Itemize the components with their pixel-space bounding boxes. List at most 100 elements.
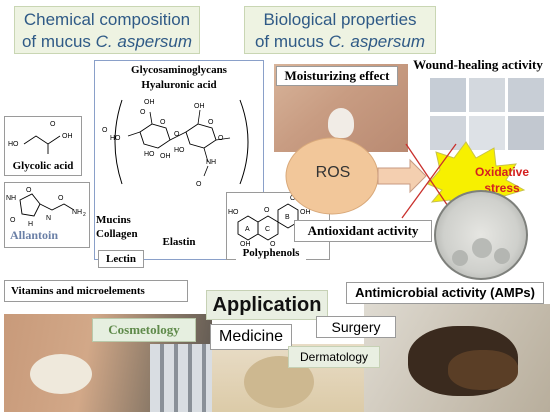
- elastin-label: Elastin: [156, 234, 202, 252]
- surgery-label: Surgery: [316, 316, 396, 338]
- allantoin-atom-h: H: [28, 221, 33, 228]
- flavonoid-atom-o-bottom: O: [270, 241, 276, 246]
- chemical-composition-line2: of mucus C. aspersum: [15, 31, 199, 53]
- chemical-composition-title: Chemical composition of mucus C. aspersu…: [14, 6, 200, 54]
- allantoin-atom-o-top: O: [26, 187, 32, 194]
- flavonoid-atom-ho: HO: [228, 209, 239, 216]
- allantoin-panel: [4, 182, 90, 248]
- inhibition-zone-3: [494, 248, 510, 264]
- wound-healing-label: Wound-healing activity: [413, 57, 543, 72]
- chemical-composition-line1: Chemical composition: [23, 10, 191, 29]
- wound-photo-1: [430, 78, 466, 112]
- flavonoid-label-c: C: [265, 226, 270, 233]
- allantoin-atom-nh2: NH: [72, 209, 82, 216]
- mucins-text: Mucins: [96, 214, 131, 226]
- atom-o-bridge: O: [174, 131, 180, 138]
- flavonoid-label-b: B: [285, 214, 290, 221]
- moisturizing-effect-label: Moisturizing effect: [276, 66, 398, 86]
- hyaluronic-acid-structure: OH O O HO O HO OH O OH O O HO NH O n: [102, 99, 254, 202]
- petri-dish-photo: [434, 190, 528, 280]
- surgery-dark-mass-2: [448, 350, 518, 390]
- atom-oh-ring1: HO: [144, 151, 155, 158]
- chemical-composition-of-mucus: of mucus: [21, 32, 96, 51]
- glycolic-acid-label: Glycolic acid: [6, 158, 80, 174]
- application-title: Application: [206, 290, 328, 320]
- cosmetology-label: Cosmetology: [92, 318, 196, 342]
- glycosaminoglycans-text: Glycosaminoglycans: [131, 64, 227, 76]
- atom-o-left: O: [102, 127, 108, 134]
- ros-label: ROS: [315, 164, 351, 181]
- hyaluronic-acid-text: Hyaluronic acid: [141, 79, 217, 91]
- allantoin-chain: [39, 203, 75, 211]
- moisturizing-cream-drop: [328, 108, 354, 138]
- collagen-text: Collagen: [96, 228, 138, 240]
- inhibition-zone-2: [452, 250, 468, 266]
- glycolic-atom-oh: OH: [62, 133, 73, 140]
- polymer-bracket-left: [114, 99, 123, 185]
- allantoin-label: Allantoin: [10, 228, 59, 242]
- polymer-bracket-right: [239, 99, 249, 185]
- ring2-amide-bond: [203, 147, 209, 163]
- allantoin-atom-o-bottom: O: [10, 217, 16, 224]
- lectin-label: Lectin: [98, 250, 144, 268]
- inhibition-zone-1: [472, 238, 492, 258]
- wound-healing-photo-grid: [430, 78, 546, 152]
- wound-photo-3: [508, 78, 544, 112]
- atom-o-carboxyl: O: [140, 109, 146, 116]
- biological-properties-title: Biological properties of mucus C. aspers…: [244, 6, 436, 54]
- atom-oh-hydroxymethyl: OH: [194, 103, 205, 110]
- polyphenols-label: Polyphenols: [236, 246, 306, 262]
- atom-oh-ring1-bottom: OH: [160, 153, 171, 160]
- cosmetic-jars: [150, 344, 212, 412]
- allantoin-structure: O NH O H N O NH 2: [6, 187, 86, 228]
- antimicrobial-activity-label: Antimicrobial activity (AMPs): [346, 282, 544, 304]
- flavonoid-label-a: A: [245, 226, 250, 233]
- wound-photo-6: [508, 116, 544, 150]
- cross-line-2: [401, 143, 457, 219]
- allantoin-atom-subscript: 2: [83, 212, 86, 218]
- mucins-collagen-label: Mucins Collagen: [96, 212, 150, 244]
- flavonoid-atom-o: O: [264, 207, 270, 214]
- atom-ho-ring2: HO: [174, 147, 185, 154]
- glucosamine-ring: [185, 123, 217, 149]
- allantoin-atom-o-right: O: [58, 195, 64, 202]
- biological-properties-line2: of mucus C. aspersum: [245, 31, 435, 53]
- polyphenol-structure: A C B OH OH HO O OH O: [228, 195, 311, 246]
- dermatology-label: Dermatology: [288, 346, 380, 368]
- vitamins-microelements-label: Vitamins and microelements: [4, 280, 188, 302]
- glycosidic-bond: [169, 131, 187, 141]
- atom-nh-amide: NH: [206, 159, 216, 166]
- medicine-label: Medicine: [210, 324, 292, 350]
- atom-oh-carboxyl: OH: [144, 99, 155, 106]
- glycolic-backbone: [23, 135, 61, 145]
- atom-ho-left: HO: [110, 135, 121, 142]
- amide-carbonyl-bond: [203, 165, 209, 177]
- allantoin-atom-n: N: [46, 215, 51, 222]
- glycolic-atom-o: O: [50, 121, 56, 128]
- glucuronic-ring: [139, 123, 171, 149]
- biological-properties-species: C. aspersum: [328, 32, 426, 51]
- biological-properties-of-mucus: of mucus: [254, 32, 329, 51]
- ring2-hydroxymethyl-bond: [197, 109, 201, 125]
- wound-photo-4: [430, 116, 466, 150]
- surgery-photo: [364, 304, 550, 412]
- allantoin-ring: [19, 193, 41, 217]
- atom-o-right: O: [218, 135, 224, 142]
- oxidative-stress-line1: Oxidative: [474, 165, 530, 179]
- glycosaminoglycans-label: Glycosaminoglycans Hyaluronic acid: [98, 62, 260, 94]
- atom-o-amide: O: [196, 181, 202, 188]
- ring1-left-bond: [127, 131, 141, 137]
- antioxidant-activity-label: Antioxidant activity: [294, 220, 432, 242]
- ros-arrow: [377, 158, 427, 194]
- cream-swatch: [30, 354, 92, 394]
- flavonoid-atom-oh-right: OH: [300, 209, 311, 216]
- ring1-carboxyl-bond: [149, 111, 153, 125]
- flavonoid-atom-oh-bottom: OH: [240, 241, 251, 246]
- wound-photo-5: [469, 116, 505, 150]
- glycolic-acid-structure: HO OH O: [8, 121, 73, 154]
- ring2-right-bond: [215, 137, 231, 141]
- flavonoid-ring-c: [257, 215, 279, 241]
- wound-photo-2: [469, 78, 505, 112]
- biological-properties-line1: Biological properties: [263, 10, 417, 29]
- allantoin-atom-hn: NH: [6, 195, 16, 202]
